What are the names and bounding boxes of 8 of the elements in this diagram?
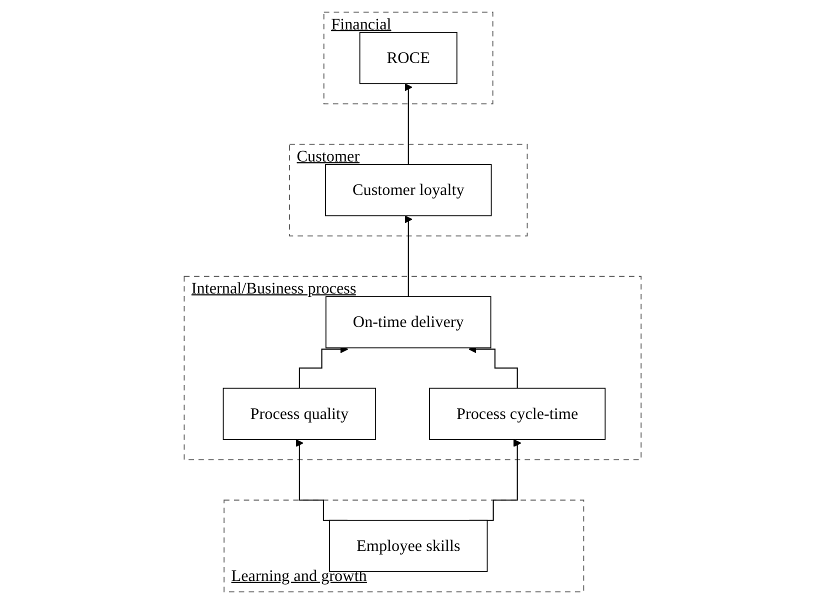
node-box: On-time delivery bbox=[326, 296, 492, 348]
arrow bbox=[404, 215, 413, 298]
node-box: Process cycle-time bbox=[429, 388, 606, 440]
arrow bbox=[404, 83, 413, 166]
node-box: Customer loyalty bbox=[325, 164, 492, 216]
node-box: ROCE bbox=[360, 32, 458, 84]
node-box: Employee skills bbox=[329, 520, 488, 572]
node-box: Process quality bbox=[223, 388, 376, 440]
